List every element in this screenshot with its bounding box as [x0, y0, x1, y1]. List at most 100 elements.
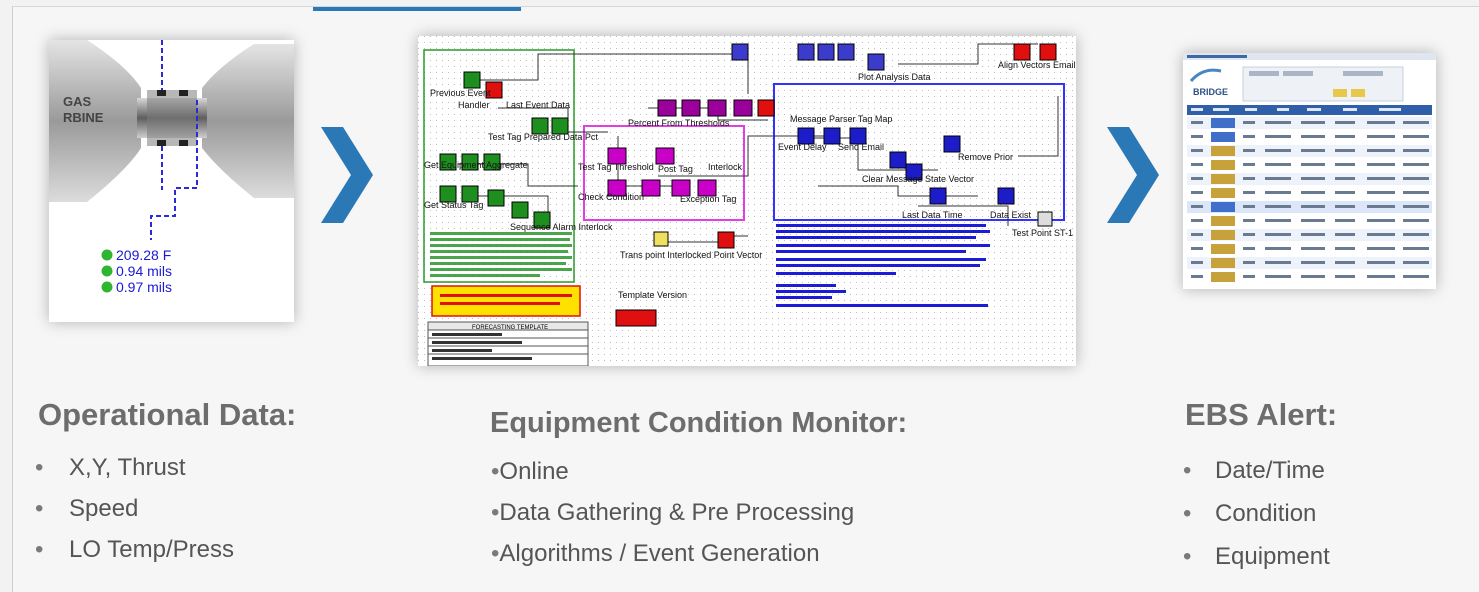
ebs-row-text: [1191, 121, 1429, 278]
list-item: • LO Temp/Press: [35, 529, 234, 570]
block-label: Test Tag Threshold: [578, 162, 654, 172]
list-item-text: X,Y, Thrust: [69, 454, 186, 481]
condition-monitor-heading: Equipment Condition Monitor:: [490, 407, 908, 439]
list-item-text: Online: [499, 458, 569, 485]
red-note: [615, 309, 657, 327]
list-item: •Algorithms / Event Generation: [491, 533, 854, 574]
bullet-icon: •: [35, 495, 44, 522]
vibration-reading-x: 0.94 mils: [116, 263, 172, 279]
block-label: Remove Prior: [958, 152, 1013, 162]
list-item-text: Data Gathering & Pre Processing: [499, 499, 855, 526]
list-item: • Date/Time: [1183, 449, 1330, 492]
list-item: •Data Gathering & Pre Processing: [491, 492, 854, 533]
list-item-text: Date/Time: [1215, 457, 1325, 484]
top-accent-bar: [313, 7, 521, 11]
block-label: Check Condition: [578, 192, 644, 202]
block-label: Exception Tag: [680, 194, 736, 204]
list-item: • X,Y, Thrust: [35, 447, 234, 488]
block-label: Plot Analysis Data: [858, 72, 931, 82]
list-item-text: Speed: [69, 495, 139, 522]
turbine-label-rbine: RBINE: [63, 110, 104, 125]
turbine-illustration: GAS RBINE 209.28 F 0.94 mils 0.97 mils: [49, 40, 294, 295]
ebs-alert-list: • Date/Time • Condition • Equipment: [1183, 449, 1330, 578]
bullet-icon: •: [35, 536, 44, 563]
block-label: Event Delay: [778, 142, 827, 152]
ebs-alert-screenshot: BRIDGE: [1183, 53, 1436, 289]
operational-data-heading: Operational Data:: [38, 397, 297, 432]
bullet-icon: •: [1183, 457, 1192, 484]
bridge-logo-icon: [1189, 68, 1222, 83]
sensor-line: [150, 100, 198, 240]
green-note-block: [430, 232, 572, 277]
bullet-icon: •: [491, 499, 500, 526]
block-label: Handler: [458, 100, 490, 110]
bullet-icon: •: [491, 458, 500, 485]
condition-monitor-panel: Previous Event Handler Last Event Data T…: [418, 36, 1076, 366]
warning-note-text: [440, 302, 560, 305]
turbine-label-gas: GAS: [63, 94, 92, 109]
list-item-text: Algorithms / Event Generation: [499, 540, 820, 567]
group-frame-blue: [773, 83, 1065, 221]
probe-sensor: [157, 90, 166, 96]
diagram-blocks: [439, 43, 1057, 249]
block-label: Data Exist: [990, 210, 1032, 220]
block-label: Get Equipment Aggregate: [424, 160, 528, 170]
chevron-right-icon: [1107, 127, 1159, 223]
turbine-bearing: [147, 90, 197, 146]
warning-note-text: [440, 294, 572, 297]
group-frame-green: [423, 49, 575, 283]
status-indicator-icon: [101, 249, 113, 261]
block-label: Template Version: [618, 290, 687, 300]
chevron-right-icon: [321, 127, 373, 223]
group-frame-magenta: [583, 125, 745, 221]
block-label: Interlock: [708, 162, 743, 172]
block-label: Last Event Data: [506, 100, 570, 110]
block-label: Post Tag: [658, 164, 693, 174]
list-item-text: Condition: [1215, 500, 1317, 527]
list-item-text: Equipment: [1215, 543, 1330, 570]
status-indicator-icon: [101, 265, 113, 277]
block-label: Clear Message State Vector: [862, 174, 974, 184]
table-header: FORECASTING TEMPLATE: [472, 325, 548, 331]
list-item: • Equipment: [1183, 535, 1330, 578]
forecasting-table: FORECASTING TEMPLATE: [427, 321, 589, 366]
vibration-reading-y: 0.97 mils: [116, 279, 172, 295]
list-item: • Speed: [35, 488, 234, 529]
diagram-block-labels: Previous Event Handler Last Event Data T…: [424, 60, 1076, 300]
condition-monitor-list: •Online •Data Gathering & Pre Processing…: [491, 451, 854, 574]
block-label: Test Point ST-1: [1012, 228, 1073, 238]
ebs-logo-text: BRIDGE: [1193, 87, 1228, 97]
turbine-casing-left: [49, 40, 141, 202]
bullet-icon: •: [1183, 500, 1192, 527]
block-label: Send Email: [838, 142, 884, 152]
list-item: •Online: [491, 451, 854, 492]
probe-sensor: [157, 140, 166, 146]
block-label: Get Status Tag: [424, 200, 483, 210]
block-label: Sequence Alarm Interlock: [510, 222, 613, 232]
block-label: Test Tag Prepared Data Pct: [488, 132, 598, 142]
block-label: Align Vectors Email: [998, 60, 1076, 70]
block-label: Previous Event: [430, 88, 491, 98]
ebs-alert-heading: EBS Alert:: [1185, 397, 1338, 432]
operational-data-list: • X,Y, Thrust • Speed • LO Temp/Press: [35, 447, 234, 570]
probe-sensor: [179, 140, 188, 146]
probe-sensor: [179, 90, 188, 96]
block-label: Last Data Time: [902, 210, 963, 220]
bullet-icon: •: [35, 454, 44, 481]
turbine-casing-right: [202, 44, 294, 198]
turbine-panel: GAS RBINE 209.28 F 0.94 mils 0.97 mils: [49, 40, 294, 322]
condition-monitor-diagram: Previous Event Handler Last Event Data T…: [418, 36, 1076, 366]
list-item-text: LO Temp/Press: [69, 536, 234, 563]
bullet-icon: •: [491, 540, 500, 567]
ebs-alert-panel: BRIDGE: [1183, 53, 1436, 289]
blue-note-block: [776, 224, 990, 307]
status-indicator-icon: [101, 281, 113, 293]
list-item: • Condition: [1183, 492, 1330, 535]
block-label: Trans point Interlocked Point Vector: [620, 250, 762, 260]
slide: GAS RBINE 209.28 F 0.94 mils 0.97 mils: [12, 6, 1479, 592]
block-label: Percent From Thresholds: [628, 118, 730, 128]
temperature-reading: 209.28 F: [116, 247, 171, 263]
bullet-icon: •: [1183, 543, 1192, 570]
warning-note: [431, 285, 581, 317]
block-label: Message Parser Tag Map: [790, 114, 892, 124]
